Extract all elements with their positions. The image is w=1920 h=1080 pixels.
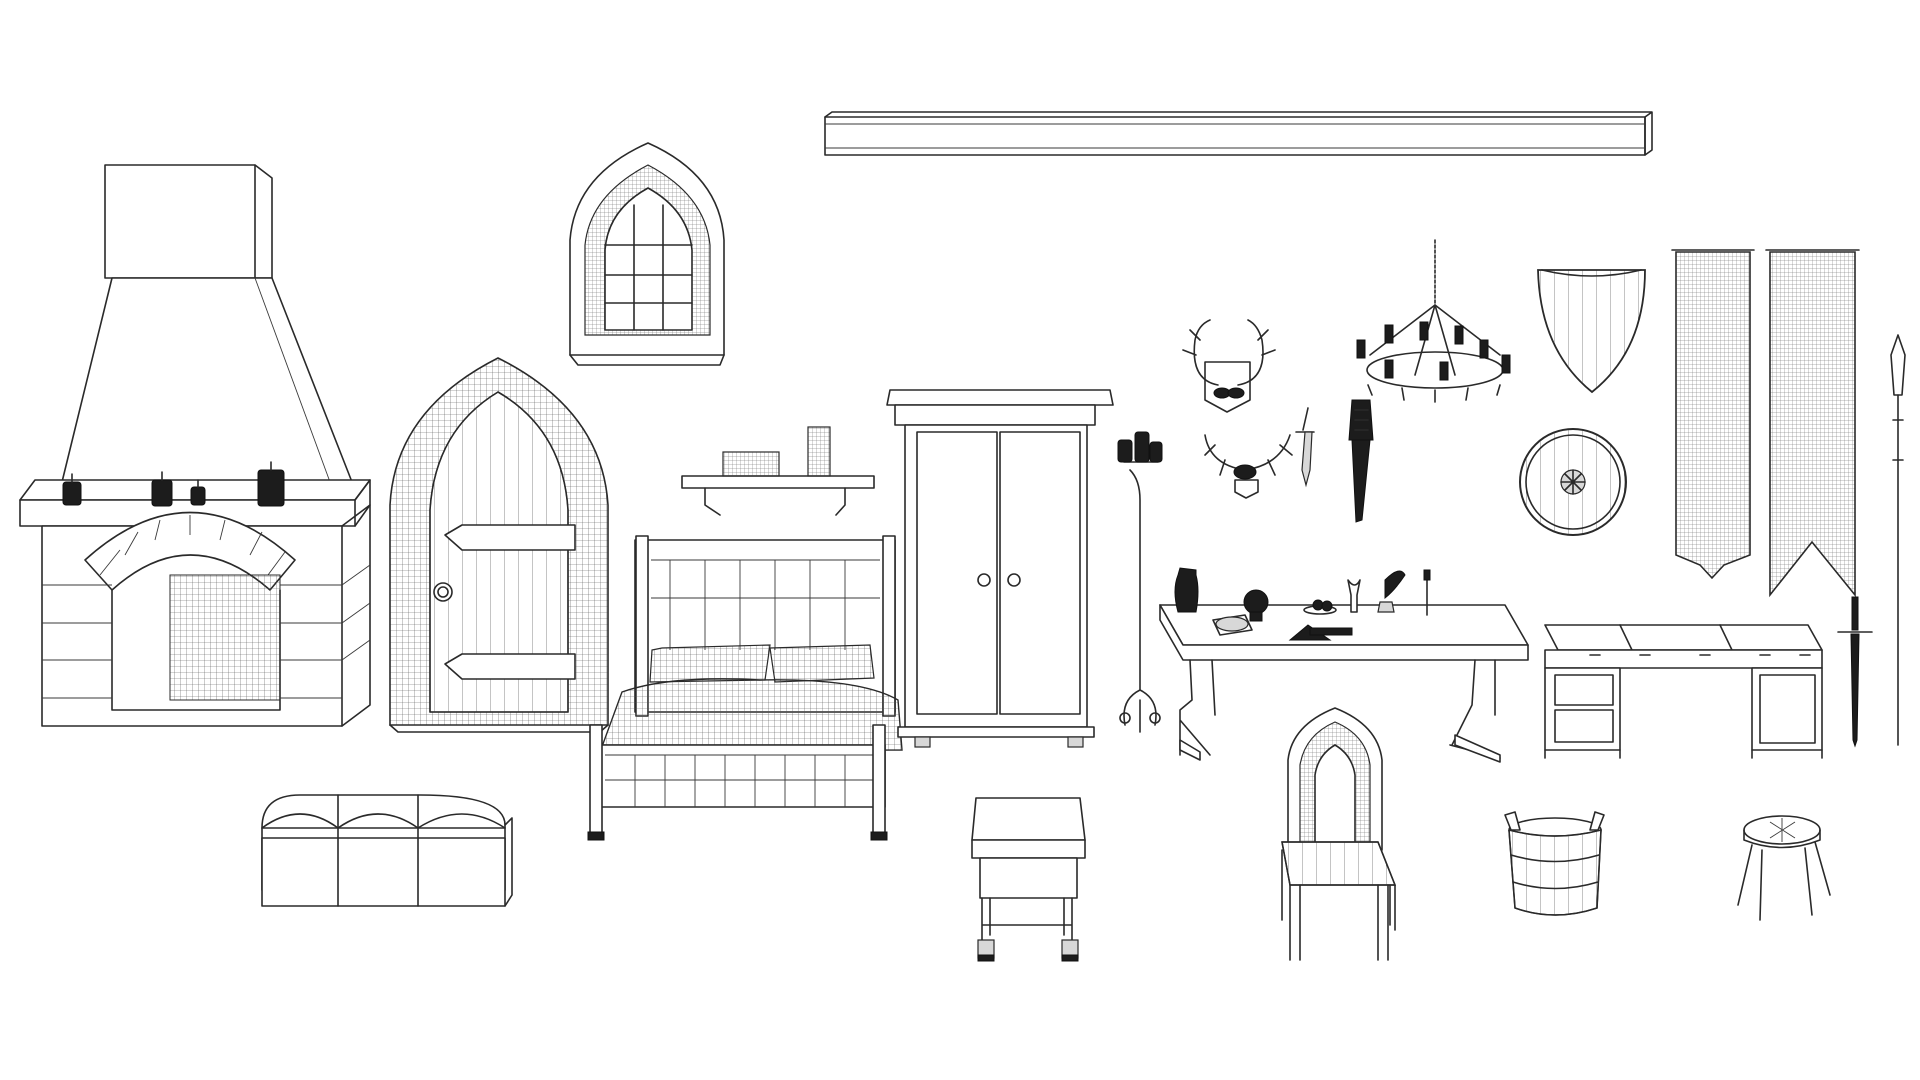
banner-left [1671, 249, 1755, 580]
round-shield [1519, 428, 1627, 536]
antler-trophy-upper [1182, 319, 1276, 413]
mantel-candles [62, 461, 285, 507]
chandelier [1356, 239, 1511, 403]
sword [1837, 596, 1873, 748]
treasure-chest [261, 794, 513, 907]
table-items [1174, 567, 1431, 641]
wall-shelf [681, 426, 875, 516]
bed [587, 535, 903, 841]
torch [1348, 399, 1374, 523]
banner-right [1765, 249, 1860, 598]
candle-stand [1117, 431, 1163, 733]
antler-trophy-lower [1204, 434, 1293, 499]
nightstand [971, 797, 1086, 962]
wardrobe [886, 389, 1114, 748]
spear [1890, 334, 1906, 746]
writing-desk [1544, 624, 1823, 759]
heater-shield [1537, 269, 1646, 394]
dagger [1295, 407, 1315, 488]
fireplace [19, 164, 371, 727]
gothic-door [389, 357, 609, 733]
stool [1737, 815, 1831, 921]
wooden-bucket [1504, 811, 1605, 916]
gothic-chair [1281, 707, 1397, 961]
table [1159, 567, 1529, 763]
wooden-beam [824, 111, 1653, 156]
gothic-window [569, 142, 725, 366]
